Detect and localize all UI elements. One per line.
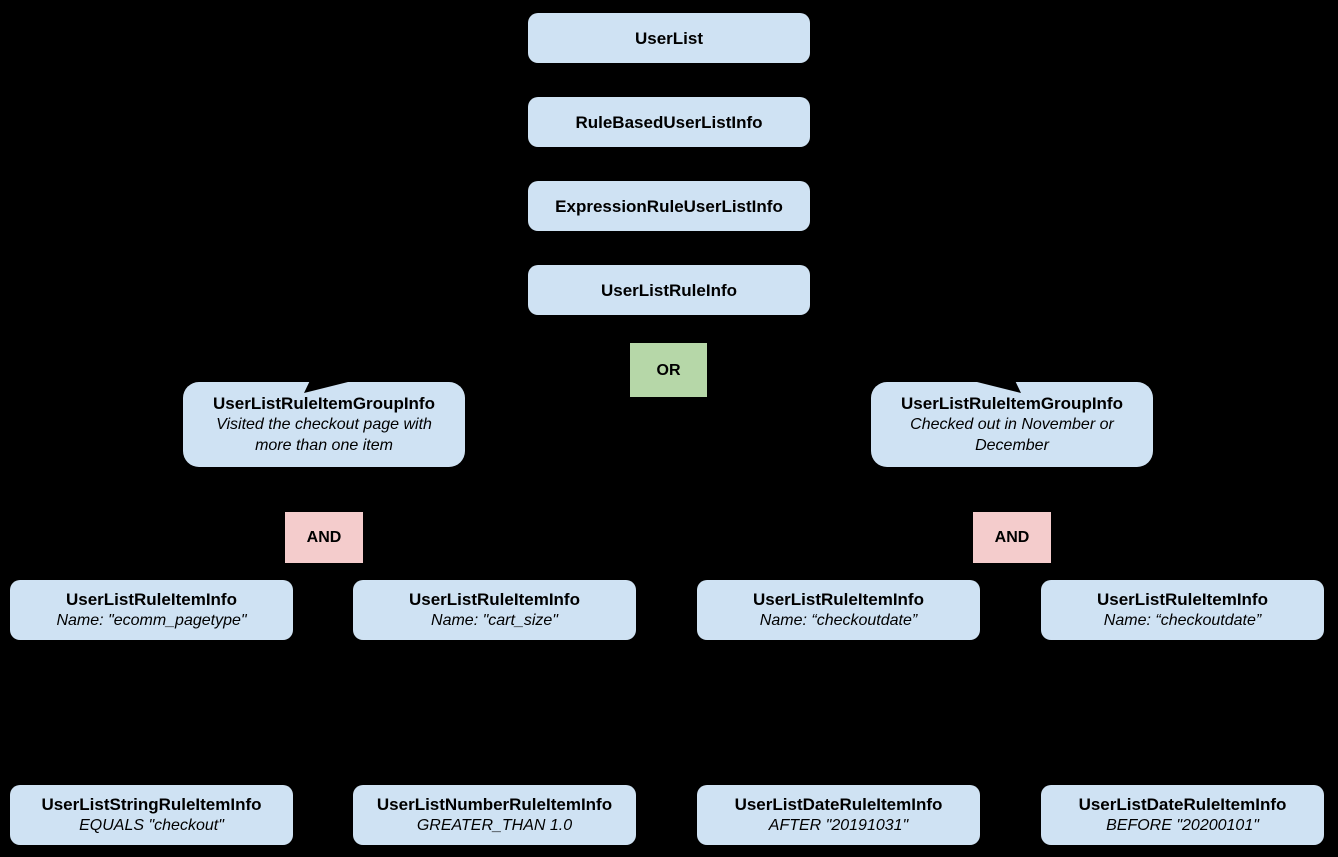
node-expression-rule-user-list-info: ExpressionRuleUserListInfo [528, 181, 810, 231]
node-subtitle: GREATER_THAN 1.0 [416, 817, 573, 834]
node-title: UserListRuleItemInfo [753, 590, 924, 609]
node-rule-item-checkoutdate-2: UserListRuleItemInfo Name: “checkoutdate… [1041, 580, 1324, 640]
and-operator-right: AND [973, 512, 1051, 563]
operator-label: AND [306, 529, 342, 546]
node-title: RuleBasedUserListInfo [575, 112, 763, 132]
node-subtitle: AFTER "20191031" [768, 817, 909, 834]
and-operator-left: AND [285, 512, 363, 563]
node-subtitle: EQUALS "checkout" [79, 817, 224, 834]
arrowhead-icon [304, 382, 348, 393]
node-title: UserListDateRuleItemInfo [1078, 795, 1287, 814]
or-operator: OR [630, 343, 707, 397]
node-number-rule-item-info: UserListNumberRuleItemInfo GREATER_THAN … [353, 785, 636, 845]
node-date-rule-item-info-before: UserListDateRuleItemInfo BEFORE "2020010… [1041, 785, 1324, 845]
arrowhead-icon [977, 382, 1021, 393]
node-title: UserListDateRuleItemInfo [734, 795, 943, 814]
node-title: UserListRuleItemInfo [409, 590, 580, 609]
node-subtitle: Checked out in November or December [910, 416, 1114, 454]
node-rule-based-user-list-info: RuleBasedUserListInfo [528, 97, 810, 147]
operator-label: OR [656, 361, 681, 379]
node-subtitle: Name: "cart_size" [431, 612, 558, 629]
node-title: UserListNumberRuleItemInfo [376, 795, 613, 814]
node-title: UserListStringRuleItemInfo [41, 795, 262, 814]
node-userlist: UserList [528, 13, 810, 63]
node-string-rule-item-info: UserListStringRuleItemInfo EQUALS "check… [10, 785, 293, 845]
node-subtitle: Name: “checkoutdate” [1103, 612, 1262, 629]
node-title: UserListRuleItemGroupInfo [213, 394, 435, 413]
node-title: UserListRuleItemInfo [66, 590, 237, 609]
node-rule-item-cart-size: UserListRuleItemInfo Name: "cart_size" [353, 580, 636, 640]
node-rule-item-checkoutdate-1: UserListRuleItemInfo Name: “checkoutdate… [697, 580, 980, 640]
node-rule-item-group-right: UserListRuleItemGroupInfo Checked out in… [871, 382, 1153, 467]
node-rule-item-ecomm-pagetype: UserListRuleItemInfo Name: "ecomm_pagety… [10, 580, 293, 640]
node-subtitle: BEFORE "20200101" [1106, 817, 1259, 834]
node-subtitle: Name: “checkoutdate” [759, 612, 918, 629]
node-user-list-rule-info: UserListRuleInfo [528, 265, 810, 315]
node-title: UserList [634, 28, 704, 48]
node-title: UserListRuleItemInfo [1097, 590, 1268, 609]
node-title: ExpressionRuleUserListInfo [555, 196, 783, 216]
operator-label: AND [994, 529, 1030, 546]
node-title: UserListRuleInfo [600, 280, 738, 300]
node-subtitle: Name: "ecomm_pagetype" [56, 612, 247, 629]
node-date-rule-item-info-after: UserListDateRuleItemInfo AFTER "20191031… [697, 785, 980, 845]
node-subtitle: Visited the checkout page with more than… [216, 416, 432, 454]
node-rule-item-group-left: UserListRuleItemGroupInfo Visited the ch… [183, 382, 465, 467]
node-title: UserListRuleItemGroupInfo [901, 394, 1123, 413]
